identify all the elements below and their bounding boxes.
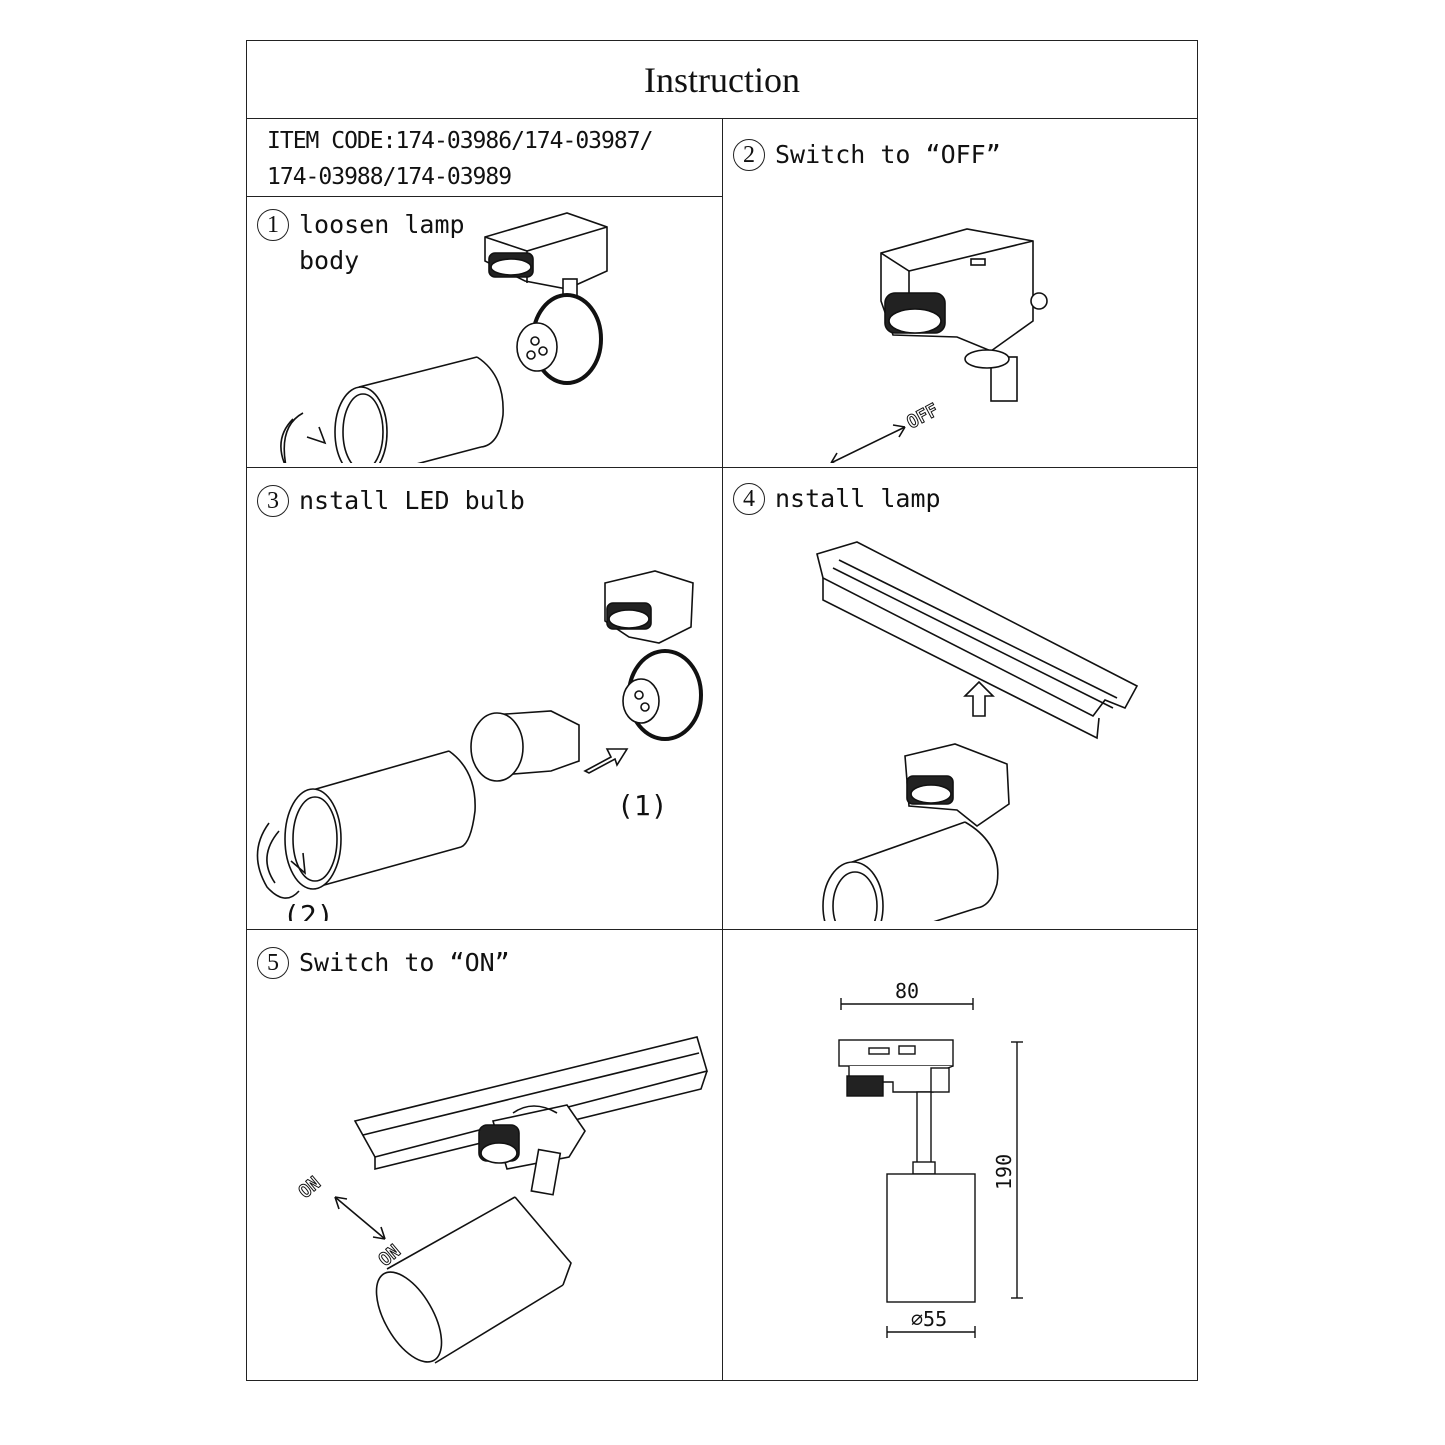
lamp-body — [359, 355, 499, 463]
step-2-label: Switch to “OFF” — [775, 140, 1001, 169]
track-adapter — [904, 743, 1010, 827]
off-label-near: OFF — [903, 400, 942, 434]
step-5: 5 Switch to “ON” — [257, 945, 510, 981]
step-3-number: 3 — [257, 485, 289, 517]
adapter-front — [838, 1039, 954, 1067]
right-arrow-icon — [583, 748, 629, 774]
step-2: 2 Switch to “OFF” — [733, 137, 1001, 173]
step-3: 3 nstall LED bulb — [257, 483, 525, 519]
item-code-line-2: 174-03988/174-03989 — [267, 164, 512, 190]
step-5-label: Switch to “ON” — [299, 948, 510, 977]
step-5-number: 5 — [257, 947, 289, 979]
step-1: 1 loosen lamp body — [257, 207, 465, 279]
on-label-top: ON — [295, 1173, 325, 1203]
step-4: 4 nstall lamp — [733, 481, 941, 517]
column-divider — [722, 118, 723, 1380]
step-3-illustration: (1) (2) — [256, 570, 703, 921]
step-1-label: loosen lamp body — [299, 207, 465, 279]
page-title: Instruction — [644, 60, 800, 100]
code-divider — [247, 196, 722, 197]
bulb-socket — [516, 322, 558, 372]
item-code: ITEM CODE:174-03986/174-03987/ 174-03988… — [267, 123, 653, 195]
dimension-width: 80 — [895, 979, 919, 1003]
step-2-number: 2 — [733, 139, 765, 171]
step-2-illustration: OFF OFF — [830, 228, 1048, 463]
instruction-sheet: Instruction ITEM CODE:174-03986/174-0398… — [246, 40, 1198, 1381]
marker-2: (2) — [283, 899, 334, 921]
step-1-label-line-2: body — [299, 246, 360, 275]
rotate-arrow-icon — [280, 412, 327, 463]
dimension-height: 190 — [992, 1154, 1016, 1190]
up-arrow-icon — [963, 680, 995, 717]
step-4-illustration — [816, 541, 1139, 921]
knob-side — [846, 1075, 884, 1097]
step-1-illustration — [280, 212, 608, 463]
rotate-arrow-icon — [256, 822, 306, 899]
dimension-diameter: ⌀55 — [911, 1307, 947, 1331]
lamp-body-front — [886, 1173, 976, 1303]
step-4-label: nstall lamp — [775, 484, 941, 513]
step-3-label: nstall LED bulb — [299, 486, 525, 515]
step-5-illustration: ON ON — [294, 1036, 709, 1364]
step-4-number: 4 — [733, 483, 765, 515]
on-label-bottom: ON — [375, 1241, 405, 1271]
step-1-number: 1 — [257, 209, 289, 241]
lamp-opening — [375, 1271, 443, 1363]
double-arrow-icon — [830, 424, 906, 463]
double-arrow-icon — [334, 1196, 386, 1240]
item-code-line-1: ITEM CODE:174-03986/174-03987/ — [267, 128, 653, 154]
bulb-socket — [622, 678, 660, 724]
dimension-drawing: 80 190 ⌀55 — [838, 979, 1023, 1338]
step-1-label-line-1: loosen lamp — [299, 210, 465, 239]
marker-1: (1) — [617, 789, 668, 822]
